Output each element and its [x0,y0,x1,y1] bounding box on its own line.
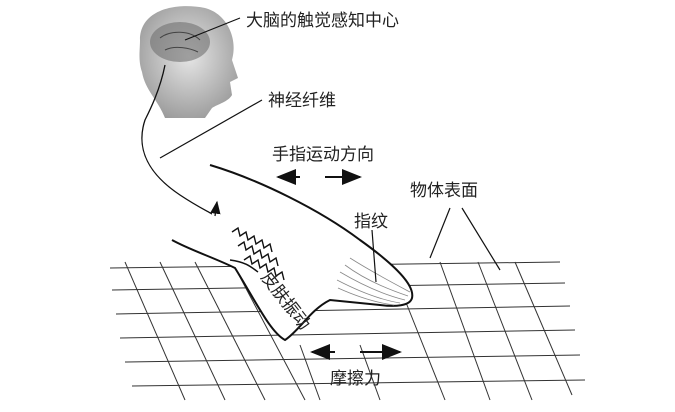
head-illustration [139,6,238,118]
fingerprint-lines [336,257,411,306]
label-fingerprint: 指纹 [354,212,388,232]
label-object-surface: 物体表面 [410,181,478,201]
label-friction: 摩擦力 [330,369,381,389]
nerve-fiber [141,64,221,217]
finger [171,164,414,342]
leader-lines [159,17,501,283]
skin-vibration-waves [231,226,285,281]
label-nerve-fiber: 神经纤维 [268,91,336,111]
label-finger-direction: 手指运动方向 [272,145,374,165]
direction-arrows [276,169,402,360]
label-brain-center: 大脑的触觉感知中心 [246,11,399,31]
object-surface-grid [109,261,586,401]
